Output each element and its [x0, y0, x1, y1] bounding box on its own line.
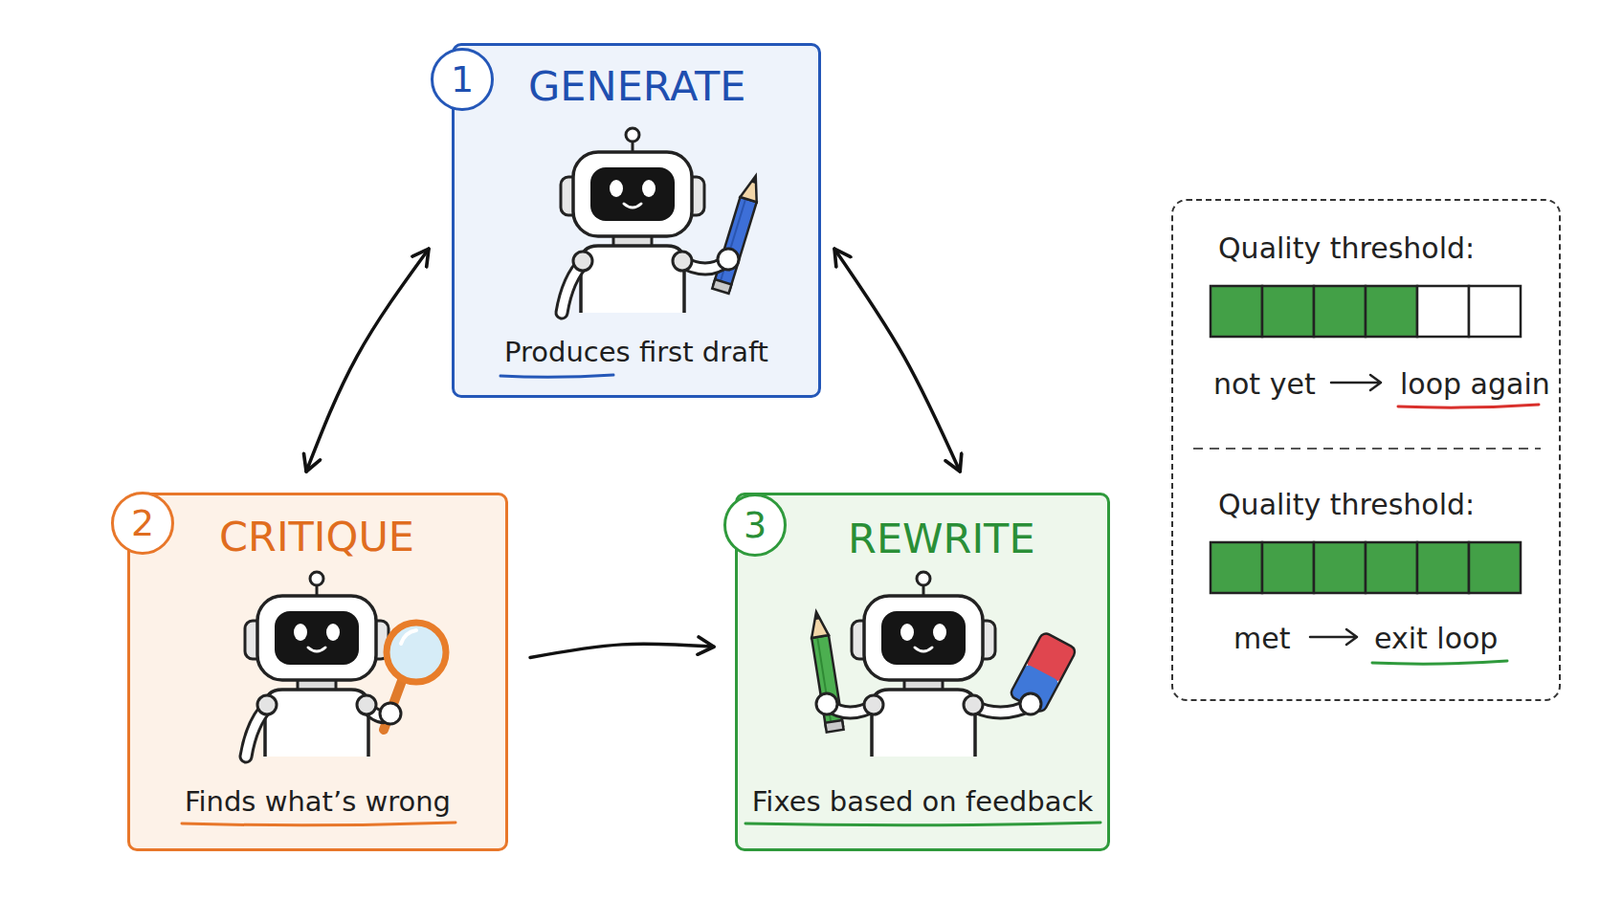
robot-shoulder — [864, 695, 884, 715]
eraser-bottom — [1009, 664, 1061, 714]
underline — [500, 375, 614, 378]
pencil-icon — [807, 610, 844, 733]
arrow-symbol — [1310, 629, 1357, 645]
robot-arm — [971, 705, 1031, 713]
flow-arrow — [530, 644, 714, 658]
robot-writer — [560, 128, 764, 313]
robot-arm — [827, 705, 876, 713]
robot-arm — [561, 261, 585, 313]
robot-shoulder — [963, 695, 983, 715]
step-box: 2CRITIQUEFinds what’s wrong — [127, 492, 509, 852]
robot — [851, 572, 996, 757]
status-text: not yet — [1213, 367, 1316, 402]
pencil-tip — [740, 173, 765, 202]
step-title: GENERATE — [528, 61, 746, 112]
threshold-panel: Quality threshold:not yetloop againQuali… — [1171, 199, 1561, 702]
robot-arm — [245, 705, 269, 757]
underline — [181, 822, 456, 826]
underline — [1372, 661, 1508, 665]
step-number: 1 — [430, 47, 494, 112]
robot-arm — [827, 705, 876, 713]
progress-cell — [1313, 542, 1366, 594]
robot-arm — [245, 705, 269, 757]
robot-shoulder — [356, 695, 377, 715]
step-title: REWRITE — [847, 513, 1036, 564]
robot-arm — [971, 705, 1031, 713]
action-text: loop again — [1400, 367, 1551, 402]
robot-editor — [807, 572, 1077, 757]
pencil-stripe — [720, 199, 746, 282]
pencil-body — [712, 197, 756, 290]
step-number: 3 — [723, 493, 787, 557]
action-text: exit loop — [1374, 622, 1498, 657]
eraser-outline — [1009, 631, 1078, 714]
progress-cell — [1210, 542, 1263, 594]
pencil-icon — [711, 173, 764, 294]
progress-cell — [1468, 286, 1521, 337]
threshold-label: Quality threshold: — [1218, 488, 1475, 523]
robot-arm — [364, 705, 391, 717]
robot-hand — [717, 248, 739, 270]
robot-shoulder — [573, 251, 593, 271]
robot-critic — [244, 572, 446, 757]
progress-cell — [1210, 286, 1263, 337]
eraser-icon — [1009, 631, 1078, 714]
pencil-cap — [711, 279, 732, 294]
step-box: 1GENERATEProduces first draft — [451, 43, 822, 399]
progress-cell — [1468, 542, 1521, 594]
underline — [745, 822, 1101, 826]
step-caption: Finds what’s wrong — [130, 784, 506, 820]
step-number: 2 — [111, 491, 175, 556]
pencil-lead — [751, 175, 759, 184]
step-caption: Fixes based on feedback — [737, 784, 1108, 820]
progress-cell — [1365, 286, 1418, 337]
magnifier-handle — [383, 678, 403, 731]
robot-arm — [680, 261, 727, 269]
progress-cell — [1365, 542, 1418, 594]
underline — [1398, 404, 1539, 408]
status-text: met — [1233, 622, 1290, 657]
robot-shoulder — [257, 695, 277, 715]
progress-cell — [1313, 286, 1366, 337]
robot-shoulder — [672, 251, 692, 271]
pencil-body — [811, 635, 844, 730]
pencil-lead — [813, 611, 821, 621]
progress-cell — [1262, 286, 1314, 337]
divider-line — [1193, 447, 1541, 450]
robot-arm — [561, 261, 585, 313]
robot-hand — [379, 703, 401, 725]
robot-arm — [364, 705, 391, 717]
arrow-symbol — [1331, 375, 1381, 391]
flow-arrow — [306, 248, 429, 472]
robot — [244, 572, 389, 757]
eraser-top — [1024, 631, 1077, 684]
step-box: 3REWRITEFixes based on feedback — [734, 492, 1111, 852]
pencil-tip — [807, 610, 829, 638]
robot-hand — [1020, 693, 1042, 715]
magnifier-glint — [400, 630, 417, 645]
progress-cell — [1417, 542, 1469, 594]
robot — [560, 128, 705, 313]
step-title: CRITIQUE — [219, 511, 415, 562]
pencil-cap — [824, 720, 844, 734]
flow-arrow — [834, 248, 960, 472]
threshold-label: Quality threshold: — [1218, 231, 1475, 267]
pencil-stripe — [817, 637, 831, 723]
magnifier-glass — [386, 622, 446, 683]
step-caption: Produces first draft — [454, 334, 819, 370]
robot-arm — [680, 261, 727, 269]
progress-cell — [1417, 286, 1469, 337]
progress-cell — [1262, 542, 1314, 594]
robot-hand — [816, 693, 838, 715]
